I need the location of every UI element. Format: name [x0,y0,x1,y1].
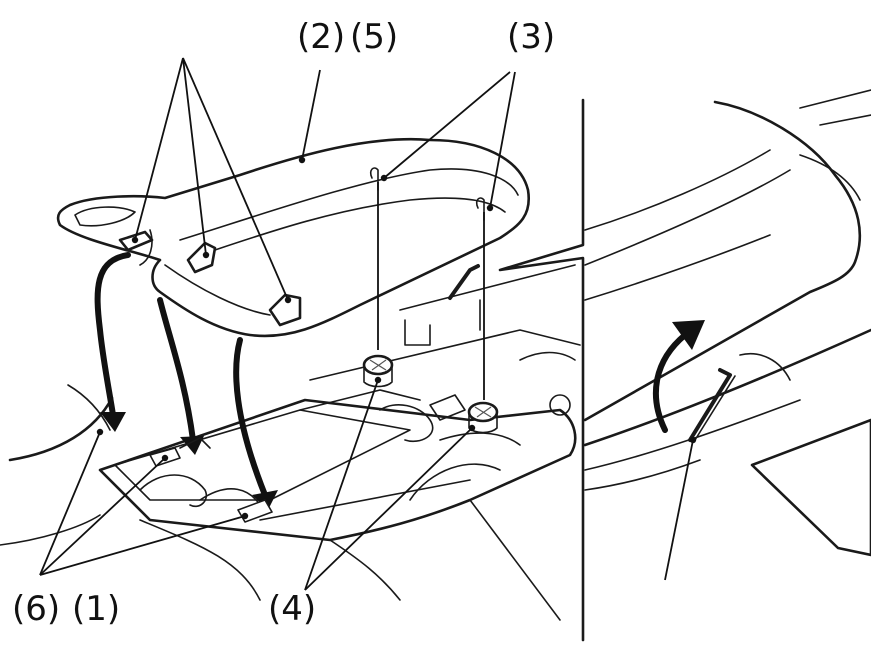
leader-6-b [39,457,166,576]
body-line-right [469,499,561,621]
seat-grip [74,206,136,227]
coupler-part [429,394,466,421]
detail-seat-crease [584,169,791,266]
grommet-left [362,354,394,388]
frame-bracket [404,319,431,346]
leader-hook-c [182,57,289,301]
detail-panel [750,418,871,557]
detail-seat-crease-2 [584,234,771,301]
leader-4-b [304,427,473,591]
callout-labels: (2) (5) (3) (6) (1) (4) [12,17,555,629]
hook-rear [268,293,302,327]
bracket-curve [67,384,111,431]
seat-edge [164,264,271,316]
receiver-lip [179,437,211,449]
arrow-middle [157,297,196,443]
hose-part [379,404,434,442]
panel-divider [498,98,585,642]
battery-compartment [114,409,411,501]
seat-crease [179,168,519,241]
frame-hook [448,264,480,300]
grommets [362,354,499,434]
frame-curve [519,351,576,361]
fender-arch [409,463,501,501]
grommet-right [467,401,499,434]
wiring-loop [139,474,208,508]
tray-bump [439,432,521,446]
leader-4-a [304,379,379,591]
latch-rod [259,479,471,521]
leader-3-b [489,71,516,209]
detail-tray-line-2 [584,399,801,471]
lift-arrow-head [672,320,705,350]
seat-hooks [118,230,302,327]
leader-lines [39,57,516,591]
hook-middle [186,241,217,274]
receiver-tabs [149,437,273,523]
leader-2-5 [301,69,321,161]
seat-outline [56,137,531,338]
detail-bg-line-2 [819,114,871,126]
frame-bar-mid [399,264,576,311]
callout-6: (6) [12,589,60,629]
detail-bg-line-1 [799,89,871,109]
wiring-loop-2 [199,488,261,506]
detail-seat-outline [583,100,862,422]
leader-hook-b [182,57,207,256]
leader-hook-a [134,57,184,241]
callout-5: (5) [350,17,398,57]
callout-3: (3) [507,17,555,57]
leader-3-a [383,71,511,179]
tray-rim [299,389,421,411]
detail-seat-top [584,149,771,231]
detail-bracket [739,353,791,381]
callout-1: (1) [72,589,120,629]
detail-hook-leader [664,439,694,581]
leader-6-a [39,431,101,576]
body-line-lower [329,539,401,601]
detail-tray-line-3 [584,459,701,491]
vehicle-body [0,264,581,621]
seat-tray [98,398,577,542]
bolt-left-head [369,167,379,191]
mount-hole [549,394,571,416]
frame-bar-top [309,329,581,381]
seat [56,137,531,338]
seat-bolts [369,167,485,400]
arrow-front [94,252,131,418]
arrow-middle-head [180,436,204,455]
installation-arrows [94,252,278,510]
detail-seat-edge [799,154,861,201]
lift-arrow [652,332,688,433]
bolt-right-head [475,197,485,221]
leader-6-c [39,515,246,576]
body-line-left [139,519,261,601]
detail-view [583,89,871,581]
seat-rib [139,229,153,266]
arrow-rear [233,337,268,498]
fender-lower-line [0,514,101,546]
callout-2: (2) [297,17,345,57]
seat-crease-2 [199,197,506,256]
callout-4: (4) [268,589,316,629]
arrow-front-head [100,412,126,432]
detail-hook-edge [694,375,736,441]
fender-left-line [8,396,114,462]
detail-hook [688,368,732,442]
